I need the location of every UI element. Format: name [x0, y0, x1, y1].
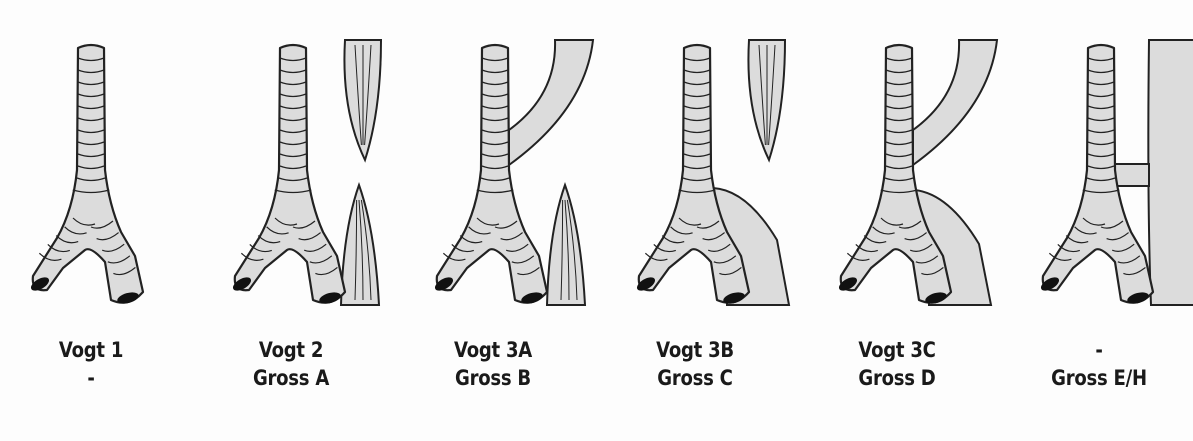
h-type-fistula-tract [1114, 164, 1149, 186]
gross-label: Gross D [824, 364, 970, 392]
label-vogt-2: Vogt 2 Gross A [218, 336, 364, 392]
lower-esophageal-pouch [341, 185, 379, 305]
trachea-outline [841, 45, 951, 303]
vogt-label: - [1026, 336, 1172, 364]
trachea-outline [33, 45, 143, 303]
lower-esophageal-pouch [547, 185, 585, 305]
label-vogt-3a: Vogt 3A Gross B [420, 336, 566, 392]
gross-label: Gross E/H [1026, 364, 1172, 392]
vogt-label: Vogt 3C [824, 336, 970, 364]
label-vogt-3b: Vogt 3B Gross C [622, 336, 768, 392]
panel-vogt-3a [433, 40, 593, 306]
continuous-esophagus [1148, 40, 1193, 305]
trachea-outline [437, 45, 547, 303]
label-gross-eh: - Gross E/H [1026, 336, 1172, 392]
gross-label: Gross B [420, 364, 566, 392]
vogt-label: Vogt 2 [218, 336, 364, 364]
trachea-outline [235, 45, 345, 303]
proximal-fistula-pouch [913, 40, 997, 165]
label-vogt-1: Vogt 1 - [18, 336, 164, 392]
gross-label: Gross C [622, 364, 768, 392]
panel-vogt-3c [837, 40, 997, 306]
trachea-outline [639, 45, 749, 303]
vogt-label: Vogt 1 [18, 336, 164, 364]
label-vogt-3c: Vogt 3C Gross D [824, 336, 970, 392]
gross-label: Gross A [218, 364, 364, 392]
panel-vogt-3b [635, 40, 789, 306]
vogt-label: Vogt 3A [420, 336, 566, 364]
proximal-fistula-pouch [509, 40, 593, 165]
panel-vogt-2 [231, 40, 381, 306]
panel-vogt-1 [29, 45, 143, 306]
vogt-label: Vogt 3B [622, 336, 768, 364]
gross-label: - [18, 364, 164, 392]
panel-gross-eh [1039, 40, 1193, 306]
